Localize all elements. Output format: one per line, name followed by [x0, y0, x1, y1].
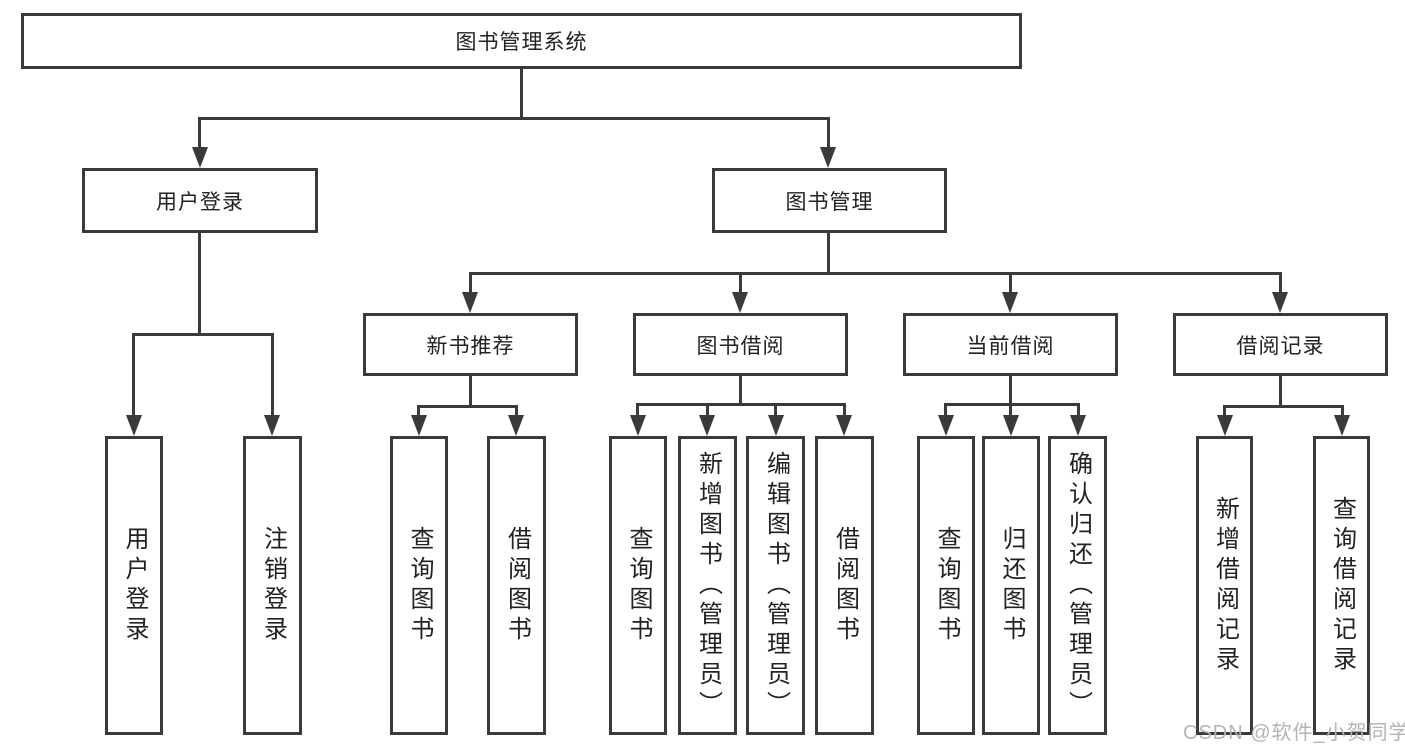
- node-label: 查询借阅记录: [1328, 495, 1356, 676]
- leaf-bb-edit-book-admin: 编辑图书（管理员）: [746, 436, 805, 735]
- leaf-logout: 注销登录: [243, 436, 302, 735]
- connector-line: [1279, 272, 1282, 294]
- leaf-nbr-query-books: 查询图书: [390, 436, 448, 735]
- node-label: 图书管理系统: [455, 31, 588, 54]
- connector-line: [417, 405, 518, 408]
- leaf-cb-query-books: 查询图书: [917, 436, 975, 735]
- leaf-cb-return-books: 归还图书: [982, 436, 1040, 735]
- leaf-user-login: 用户登录: [105, 436, 163, 735]
- arrow-down-icon: [1002, 292, 1018, 313]
- leaf-bb-add-book-admin: 新增图书（管理员）: [678, 436, 737, 735]
- arrow-down-icon: [630, 415, 646, 436]
- connector-line: [198, 117, 830, 120]
- connector-line: [469, 272, 1282, 275]
- connector-line: [827, 233, 830, 274]
- arrow-down-icon: [508, 415, 524, 436]
- arrow-down-icon: [1070, 415, 1086, 436]
- arrow-down-icon: [411, 415, 427, 436]
- node-label: 图书管理: [785, 190, 874, 214]
- node-label: 借阅记录: [1236, 334, 1325, 358]
- node-current-borrowing: 当前借阅: [903, 313, 1118, 376]
- leaf-bb-query-books: 查询图书: [609, 436, 667, 735]
- connector-line: [1223, 405, 1226, 416]
- connector-line: [739, 272, 742, 294]
- arrow-down-icon: [938, 415, 954, 436]
- connector-line: [636, 403, 846, 406]
- watermark: CSDN @软件_小贺同学: [1183, 722, 1405, 744]
- connector-line: [1279, 376, 1282, 407]
- connector-line: [1077, 403, 1080, 416]
- node-label: 归还图书: [998, 525, 1025, 646]
- arrow-down-icon: [836, 415, 852, 436]
- node-label: 新增借阅记录: [1211, 495, 1239, 676]
- node-label: 借阅图书: [831, 525, 859, 646]
- arrow-down-icon: [462, 292, 478, 313]
- node-label: 新增图书（管理员）: [694, 450, 722, 721]
- node-label: 查询图书: [406, 525, 433, 646]
- arrow-down-icon: [732, 292, 748, 313]
- leaf-br-add-borrow-record: 新增借阅记录: [1196, 436, 1253, 735]
- connector-line: [944, 403, 947, 416]
- node-label: 编辑图书（管理员）: [762, 450, 790, 721]
- arrow-down-icon: [1217, 415, 1233, 436]
- leaf-bb-borrow-books: 借阅图书: [815, 436, 874, 735]
- connector-line: [132, 333, 274, 336]
- arrow-down-icon: [126, 415, 142, 436]
- connector-line: [198, 117, 201, 149]
- node-label: 用户登录: [121, 525, 148, 646]
- connector-line: [1009, 376, 1012, 405]
- arrow-down-icon: [192, 147, 208, 168]
- connector-line: [469, 272, 472, 294]
- connector-line: [636, 403, 639, 416]
- connector-line: [1009, 403, 1012, 416]
- arrow-down-icon: [1272, 292, 1288, 313]
- arrow-down-icon: [1334, 415, 1350, 436]
- connector-line: [132, 333, 135, 417]
- connector-line: [739, 376, 742, 405]
- leaf-br-query-borrow-record: 查询借阅记录: [1313, 436, 1370, 735]
- connector-line: [827, 117, 830, 149]
- node-label: 新书推荐: [426, 334, 515, 358]
- node-label: 借阅图书: [503, 525, 531, 646]
- arrow-down-icon: [1003, 415, 1019, 436]
- connector-line: [1341, 405, 1344, 416]
- connector-line: [417, 405, 420, 416]
- connector-line: [774, 403, 777, 416]
- node-label: 图书借阅: [696, 334, 785, 358]
- node-label: 查询图书: [625, 525, 652, 646]
- node-book-management: 图书管理: [712, 168, 947, 233]
- node-library-management-system: 图书管理系统: [21, 13, 1022, 69]
- connector-line: [944, 403, 1080, 406]
- node-user-login: 用户登录: [82, 168, 318, 233]
- arrow-down-icon: [699, 415, 715, 436]
- node-borrowing-records: 借阅记录: [1173, 313, 1388, 376]
- leaf-nbr-borrow-books: 借阅图书: [487, 436, 546, 735]
- arrow-down-icon: [264, 415, 280, 436]
- connector-line: [1223, 405, 1344, 408]
- node-label: 注销登录: [259, 525, 287, 646]
- node-label: 查询图书: [933, 525, 960, 646]
- leaf-cb-confirm-return-admin: 确认归还（管理员）: [1048, 436, 1107, 735]
- arrow-down-icon: [768, 415, 784, 436]
- arrow-down-icon: [820, 147, 836, 168]
- node-label: 当前借阅: [966, 334, 1055, 358]
- connector-line: [1009, 272, 1012, 294]
- node-new-book-recommendation: 新书推荐: [363, 313, 578, 376]
- connector-line: [469, 376, 472, 407]
- connector-line: [198, 233, 201, 335]
- node-label: 确认归还（管理员）: [1064, 450, 1092, 721]
- connector-line: [843, 403, 846, 416]
- connector-line: [706, 403, 709, 416]
- connector-line: [271, 333, 274, 417]
- node-book-borrowing: 图书借阅: [633, 313, 848, 376]
- connector-line: [520, 69, 523, 119]
- connector-line: [515, 405, 518, 416]
- node-label: 用户登录: [156, 190, 244, 214]
